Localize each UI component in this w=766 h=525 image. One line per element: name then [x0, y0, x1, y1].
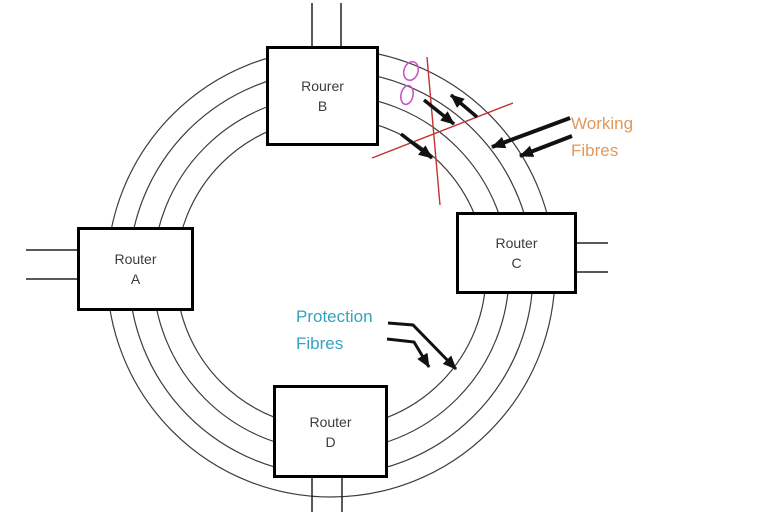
- working-fibres-label-line1: Working: [571, 114, 634, 133]
- cut-reroute-arrow-1: [422, 98, 456, 126]
- fibre-cut-line-diagonal: [371, 102, 514, 159]
- protection-fibre-arrow-2: [386, 337, 431, 368]
- router-a-box: Router A: [77, 227, 194, 311]
- protection-fibre-arrow-1: [387, 321, 458, 371]
- protection-fibres-label-line1: Protection: [296, 307, 373, 326]
- cut-highlight-ellipse-1: [402, 60, 420, 82]
- router-d-label-line2: D: [325, 433, 336, 450]
- router-d-box: Router D: [273, 385, 388, 478]
- protection-fibres-label-line2: Fibres: [296, 334, 344, 353]
- router-d-label-line1: Router: [309, 413, 352, 430]
- router-a-label-line2: A: [130, 271, 141, 287]
- cut-reroute-arrow-3: [399, 132, 434, 160]
- router-b-box: Rourer B: [266, 46, 379, 146]
- working-fibres-label: Working Fibres: [571, 110, 633, 164]
- fibre-ring-4-inner: [175, 117, 487, 429]
- fibre-cut-line-vertical: [426, 56, 441, 206]
- router-b-label-line2: B: [317, 98, 328, 114]
- protection-fibres-label: Protection Fibres: [296, 303, 373, 357]
- cut-highlight-ellipse-2: [400, 84, 414, 106]
- router-c-label-line1: Router: [495, 235, 538, 251]
- cut-reroute-arrow-2: [449, 93, 479, 119]
- router-b-label-line1: Rourer: [301, 78, 344, 94]
- working-fibre-arrow-2: [519, 134, 573, 158]
- router-c-label-line2: C: [511, 255, 522, 271]
- router-c-box: Router C: [456, 212, 577, 294]
- working-fibre-arrow-1: [491, 116, 571, 149]
- working-fibres-label-line2: Fibres: [571, 141, 619, 160]
- router-a-label-line1: Router: [114, 251, 157, 267]
